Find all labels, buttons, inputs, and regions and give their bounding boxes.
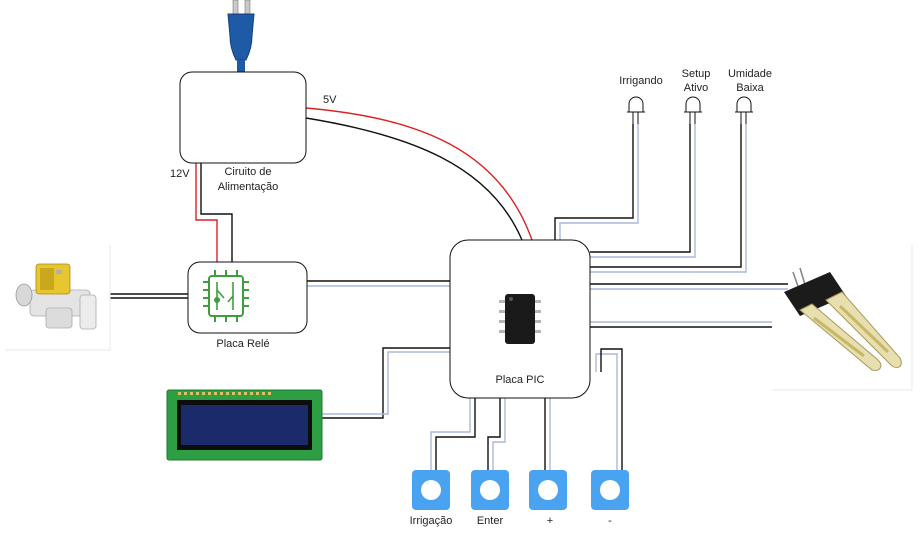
led-icon (685, 96, 701, 112)
pic-label: Placa PIC (496, 374, 545, 386)
solenoid-valve-image (5, 245, 111, 351)
led-setup-label-1: Setup (682, 68, 711, 80)
wire-pic-lcd-black (322, 347, 450, 419)
wire-5v-black (305, 117, 523, 241)
voltage-12v-label: 12V (170, 168, 190, 180)
button-enter[interactable]: Enter (471, 470, 509, 527)
button-minus-label: - (608, 515, 612, 527)
relay-board: Placa Relé (187, 261, 308, 350)
wire-led2-b (590, 124, 696, 258)
wire-led3-a (590, 124, 742, 268)
relay-label: Placa Relé (216, 338, 269, 350)
power-supply-circuit: Ciruito de Alimentação 12V 5V (170, 71, 337, 193)
voltage-5v-label: 5V (323, 94, 337, 106)
lcd-display-image (166, 389, 323, 461)
button-minus[interactable]: - (591, 470, 629, 527)
wire-btn1-a (430, 398, 471, 470)
wire-12v-red (195, 163, 218, 262)
pic-board: Placa PIC (449, 239, 591, 399)
led-setup-ativo: Setup Ativo (682, 68, 711, 124)
led-umidade-baixa: Umidade Baixa (728, 68, 772, 124)
button-irrigacao-label: Irrigação (410, 515, 453, 527)
led-icon (628, 96, 644, 112)
button-plus[interactable]: + (529, 470, 567, 527)
microcontroller-chip-icon (499, 294, 541, 344)
led-setup-label-2: Ativo (684, 82, 708, 94)
wire-btn2-b (492, 398, 506, 470)
wire-btn4-a (595, 353, 618, 470)
wire-btn4-b (600, 348, 623, 470)
relay-chip-icon (203, 270, 249, 322)
button-plus-label: + (547, 515, 553, 527)
wire-led2-a (590, 124, 691, 253)
led-umidade-label-1: Umidade (728, 68, 772, 80)
wire-5v-red (305, 107, 533, 241)
soil-moisture-sensor-image (772, 245, 913, 391)
led-icon (736, 96, 752, 112)
wire-btn2-a (487, 398, 501, 470)
led-irrigando-label: Irrigando (619, 75, 662, 87)
wire-led1-b (559, 124, 639, 240)
wire-btn1-b (435, 398, 476, 470)
power-supply-label-2: Alimentação (218, 181, 279, 193)
power-supply-label-1: Ciruito de (224, 166, 271, 178)
wire-pic-lcd-blue (322, 351, 450, 415)
power-plug-icon (227, 0, 255, 72)
button-irrigacao[interactable]: Irrigação (410, 470, 453, 527)
wires (110, 107, 788, 470)
wire-12v-black (200, 163, 233, 262)
button-enter-label: Enter (477, 515, 504, 527)
led-irrigando: Irrigando (619, 75, 663, 124)
wire-led3-b (590, 124, 747, 273)
wire-led1-a (554, 124, 634, 240)
led-umidade-label-2: Baixa (736, 82, 764, 94)
